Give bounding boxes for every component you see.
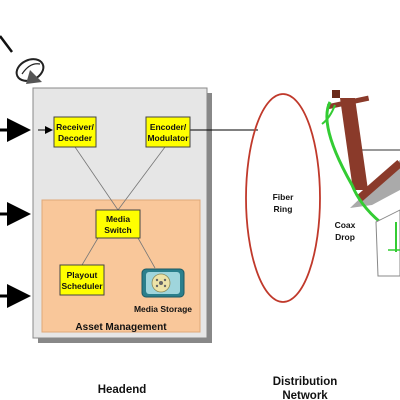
coax-drop-label-line1: Coax — [335, 220, 356, 230]
media-storage-icon — [141, 268, 185, 298]
section-title-distribution-line1: Distribution — [273, 376, 338, 388]
media-switch-node: Media Switch — [95, 209, 141, 239]
playout-scheduler-node: Playout Scheduler — [59, 264, 105, 296]
receiver-decoder-label-line2: Decoder — [58, 133, 93, 143]
media-switch-label-line2: Switch — [104, 225, 131, 235]
headend-connectors — [74, 146, 166, 269]
asset-management-label: Asset Management — [75, 322, 167, 333]
section-title-headend: Headend — [98, 384, 147, 396]
satellite-dish-icon — [0, 35, 45, 84]
utility-pole-icon — [327, 90, 400, 208]
fiber-ring-label-line1: Fiber — [273, 192, 294, 202]
media-switch-label-line1: Media — [106, 214, 130, 224]
receiver-decoder-label-line1: Receiver/ — [56, 122, 94, 132]
playout-scheduler-label-line2: Scheduler — [61, 281, 103, 291]
encoder-modulator-node: Encoder/ Modulator — [145, 116, 191, 148]
section-title-distribution-line2: Network — [282, 390, 328, 400]
coax-drop-label-line2: Drop — [335, 232, 355, 242]
coax-cable-tap — [321, 104, 336, 125]
fiber-ring — [245, 93, 321, 303]
media-storage-label: Media Storage — [134, 304, 192, 314]
receiver-decoder-node: Receiver/ Decoder — [53, 116, 97, 148]
encoder-modulator-label-line2: Modulator — [147, 133, 189, 143]
playout-scheduler-label-line1: Playout — [67, 270, 98, 280]
encoder-modulator-label-line1: Encoder/ — [150, 122, 187, 132]
fiber-ring-label-line2: Ring — [274, 204, 293, 214]
house-icon — [375, 209, 400, 277]
